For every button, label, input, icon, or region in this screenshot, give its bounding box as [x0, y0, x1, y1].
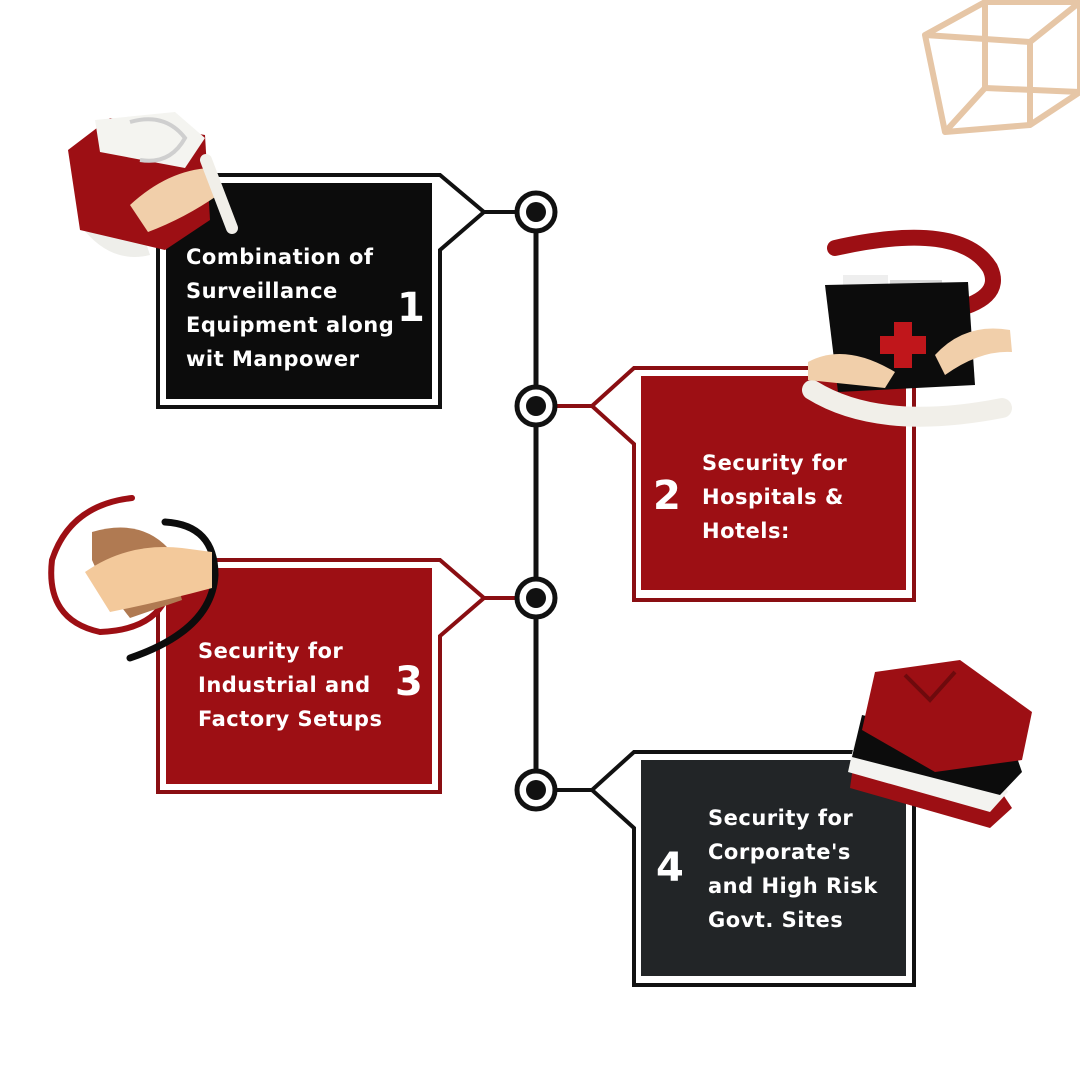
- timeline-node-3: [514, 576, 558, 620]
- step-2-label: Security for Hospitals & Hotels:: [702, 451, 848, 543]
- wireframe-cube-icon: [922, 0, 1080, 135]
- step-4-number: 4: [656, 845, 684, 891]
- step-2-number: 2: [653, 473, 681, 519]
- timeline-node-4: [514, 768, 558, 812]
- timeline-node-2: [514, 384, 558, 428]
- step-1-label: Combination of Surveillance Equipment al…: [186, 245, 395, 371]
- step-3-number: 3: [395, 659, 423, 705]
- first-aid-kit-icon: [802, 229, 1012, 427]
- timeline-node-1: [514, 190, 558, 234]
- step-3-label: Security for Industrial and Factory Setu…: [198, 639, 383, 731]
- step-4-label: Security for Corporate's and High Risk G…: [708, 806, 878, 932]
- handshake-icon: [48, 495, 219, 662]
- folded-cloth-in-hands-icon: [68, 112, 238, 257]
- step-1-number: 1: [397, 285, 425, 331]
- step-card-4: [589, 750, 916, 987]
- stacked-shirts-icon: [848, 660, 1032, 828]
- step-card-1: [156, 173, 488, 409]
